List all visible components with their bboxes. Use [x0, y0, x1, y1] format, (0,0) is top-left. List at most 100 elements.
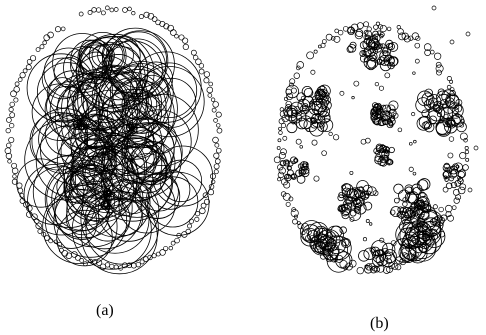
scalp-point — [122, 7, 127, 12]
boundary-circle — [291, 88, 296, 93]
boundary-circle — [278, 178, 281, 181]
scalp-point — [110, 264, 114, 268]
sparse-circle — [436, 70, 441, 75]
scalp-point — [38, 229, 42, 233]
boundary-circle — [279, 131, 283, 135]
scalp-point — [216, 112, 221, 117]
scalp-point — [44, 35, 50, 41]
sparse-circle — [300, 145, 303, 148]
structure-circle — [302, 86, 312, 96]
sparse-circle — [366, 219, 369, 222]
scalp-point — [199, 208, 205, 214]
circle-packing-image-b — [256, 0, 486, 290]
sparse-circle — [413, 140, 416, 143]
boundary-circle — [387, 27, 391, 31]
scalp-point — [199, 69, 204, 74]
sparse-circle — [361, 139, 366, 144]
scalp-point — [208, 93, 212, 97]
scalp-point — [6, 143, 11, 148]
boundary-circle — [460, 152, 466, 158]
structure-circle — [398, 190, 409, 201]
scalp-point — [92, 8, 97, 13]
structure-circle — [403, 202, 408, 207]
boundary-circle — [286, 202, 290, 206]
circle-packing-image-a — [0, 0, 230, 290]
scalp-point — [40, 45, 44, 49]
boundary-circle — [274, 157, 280, 163]
scalp-point — [189, 219, 193, 223]
scalp-point — [105, 6, 109, 10]
structure-circle — [350, 42, 356, 48]
scalp-point — [207, 87, 213, 93]
scalp-point — [209, 82, 213, 86]
scalp-point — [156, 252, 160, 256]
sparse-circle — [314, 176, 319, 181]
scalp-point — [160, 21, 165, 26]
sparse-circle — [312, 140, 317, 145]
sparse-circle — [411, 112, 414, 115]
boundary-circle — [278, 139, 281, 142]
scalp-point — [191, 50, 196, 55]
sparse-circle — [385, 73, 390, 78]
scalp-point — [75, 255, 80, 260]
sparse-circle — [443, 187, 448, 192]
sparse-circle — [322, 151, 327, 156]
boundary-circle — [292, 219, 297, 224]
structure-circle — [374, 25, 379, 30]
caption-a: (a) — [96, 303, 114, 319]
boundary-circle — [463, 165, 469, 171]
sparse-circle — [350, 171, 353, 174]
scalp-point — [183, 44, 189, 50]
structure-circle — [287, 123, 297, 133]
scalp-point — [14, 98, 18, 102]
boundary-circle — [449, 80, 452, 83]
scalp-point — [6, 153, 12, 159]
scalp-point — [128, 7, 132, 11]
scalp-point — [15, 82, 19, 86]
boundary-circle — [380, 25, 387, 32]
scalp-point — [212, 108, 216, 112]
scalp-point — [216, 148, 221, 153]
scalp-point — [9, 123, 14, 128]
boundary-circle — [322, 40, 326, 44]
packing-circle — [17, 159, 65, 207]
scalp-point — [55, 27, 60, 32]
scalp-point — [201, 203, 206, 208]
boundary-circle — [452, 206, 456, 210]
scalp-point — [216, 124, 220, 128]
sparse-circle — [283, 136, 287, 140]
scalp-point — [182, 38, 187, 43]
sparse-circle — [409, 142, 412, 145]
boundary-circle — [396, 257, 403, 264]
scalp-point — [132, 11, 136, 15]
scalp-point — [217, 128, 222, 133]
outlier-circle — [468, 188, 472, 192]
sparse-circle — [363, 238, 366, 241]
sparse-circle — [413, 72, 416, 75]
outlier-circle — [450, 40, 454, 44]
scalp-point — [169, 246, 173, 250]
sparse-circle — [329, 132, 333, 136]
scalp-point — [204, 72, 210, 78]
scalp-point — [9, 107, 13, 111]
structure-circle — [370, 267, 376, 273]
boundary-circle — [465, 146, 468, 149]
scalp-point — [215, 159, 220, 164]
structure-circle — [364, 202, 372, 210]
boundary-circle — [398, 29, 404, 35]
scalp-point — [214, 118, 218, 122]
packing-circle — [27, 54, 95, 122]
scalp-point — [20, 72, 25, 77]
scalp-point — [12, 168, 18, 174]
boundary-circle — [434, 53, 441, 60]
boundary-circle — [415, 43, 420, 48]
sparse-circle — [340, 91, 344, 95]
scalp-point — [195, 217, 199, 221]
sparse-circle — [449, 137, 454, 142]
boundary-circle — [279, 152, 285, 158]
scalp-point — [13, 175, 17, 179]
scalp-point — [204, 78, 209, 83]
sparse-circle — [369, 223, 372, 226]
scalp-point — [79, 12, 83, 16]
sparse-circle — [352, 96, 355, 99]
